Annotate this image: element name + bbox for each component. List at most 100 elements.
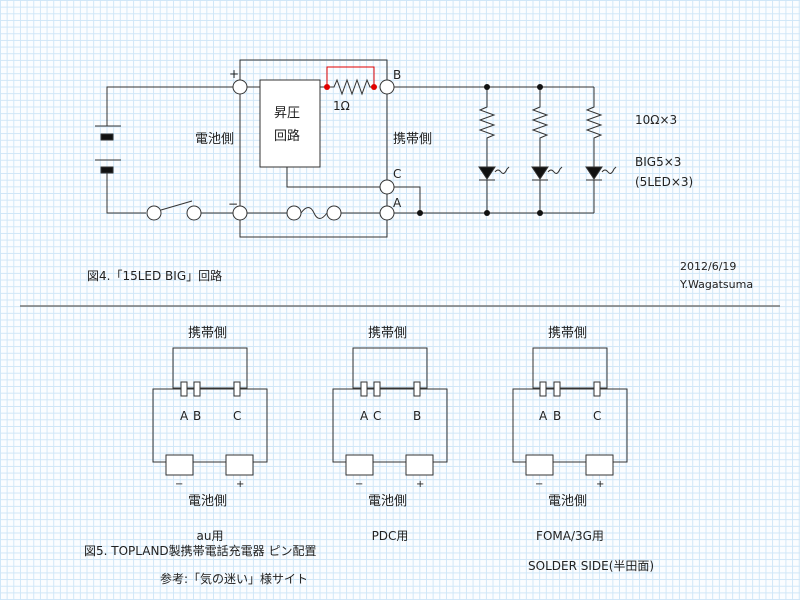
phone-side-label: 携帯側 <box>393 131 432 147</box>
author-label: Y.Wagatsuma <box>679 278 753 291</box>
battery-side-label: 電池側 <box>195 132 234 147</box>
junction-dots <box>417 84 543 216</box>
pin <box>180 381 188 397</box>
leds-note-2: (5LED×3) <box>635 175 693 189</box>
pin <box>233 381 241 397</box>
connector-type-label: au用 <box>197 529 224 543</box>
resistor-10ohm <box>531 87 549 167</box>
led-diode-icon <box>585 166 603 180</box>
phone-side-label: 携帯側 <box>548 325 587 341</box>
fuse-contact-2 <box>326 205 342 221</box>
battery-plus-pad <box>405 454 434 476</box>
pin <box>413 381 421 397</box>
junction <box>484 210 490 216</box>
terminal-c <box>379 179 395 195</box>
figure4-caption: 図4.「15LED BIG」回路 <box>87 268 222 283</box>
terminal-a <box>379 205 395 221</box>
pin-label: B <box>193 409 201 423</box>
battery-minus-pad <box>525 454 554 476</box>
connector-body <box>152 388 268 463</box>
label-plus: + <box>229 67 239 81</box>
phone-plug <box>172 347 248 389</box>
phone-plug <box>532 347 608 389</box>
junction <box>537 210 543 216</box>
connector-body <box>332 388 448 463</box>
label-minus: − <box>228 197 238 211</box>
light-emission-icon <box>601 166 617 174</box>
fuse-element <box>300 207 328 219</box>
battery-plus-pad <box>225 454 254 476</box>
battery-side-label: 電池側 <box>368 494 407 509</box>
connector-type-label: FOMA/3G用 <box>536 529 604 543</box>
led-branches <box>478 86 617 213</box>
light-emission-icon <box>547 166 563 174</box>
plus-label: + <box>236 479 244 490</box>
resistor-10ohm <box>478 87 496 167</box>
terminal-battery-plus <box>232 79 248 95</box>
led-branch <box>585 87 617 213</box>
minus-label: − <box>535 479 543 490</box>
led-diode-icon <box>478 166 496 180</box>
label-b: B <box>393 68 401 82</box>
pin-label: B <box>553 409 561 423</box>
label-a: A <box>393 196 402 210</box>
resistor-10ohm <box>585 87 603 167</box>
pin <box>539 381 547 397</box>
figure5-caption: 図5. TOPLAND製携帯電話充電器 ピン配置 <box>84 543 316 558</box>
solder-side-label: SOLDER SIDE(半田面) <box>528 559 654 573</box>
date-label: 2012/6/19 <box>680 260 736 273</box>
switch-lever <box>160 200 193 211</box>
terminal-b <box>379 79 395 95</box>
battery-plus-pad <box>585 454 614 476</box>
pin <box>373 381 381 397</box>
led-branch <box>531 87 563 213</box>
booster-label-2: 回路 <box>274 128 300 144</box>
minus-label: − <box>175 479 183 490</box>
pin-label: A <box>539 409 548 423</box>
charger-frame <box>239 59 388 238</box>
wire-battery-top <box>106 86 240 126</box>
booster-label-1: 昇圧 <box>274 106 300 121</box>
pin-label: C <box>373 409 381 423</box>
phone-plug <box>352 347 428 389</box>
booster-box <box>259 79 321 168</box>
battery-cell-2 <box>100 166 114 174</box>
phone-side-label: 携帯側 <box>188 325 227 341</box>
terminal-battery-minus <box>232 205 248 221</box>
pin-label: A <box>180 409 189 423</box>
pin <box>360 381 368 397</box>
battery-minus-pad <box>165 454 194 476</box>
battery-side-label: 電池側 <box>188 494 227 509</box>
battery-cell-1 <box>100 133 114 141</box>
led-branch <box>478 87 510 213</box>
bypass-jumper <box>324 66 377 90</box>
plus-label: + <box>596 479 604 490</box>
plus-label: + <box>416 479 424 490</box>
resistor-1ohm <box>327 78 373 96</box>
pin-label: B <box>413 409 421 423</box>
pin <box>553 381 561 397</box>
wire-booster-c <box>286 167 380 188</box>
battery-minus-pad <box>345 454 374 476</box>
reference-label: 参考:「気の迷い」様サイト <box>160 571 308 586</box>
leds-note: BIG5×3 <box>635 155 681 169</box>
battery-side-label: 電池側 <box>548 494 587 509</box>
junction <box>484 84 490 90</box>
wire-battery-bottom <box>106 173 146 214</box>
switch-contact-1 <box>146 205 162 221</box>
label-1ohm: 1Ω <box>333 99 350 113</box>
pin-label: C <box>233 409 241 423</box>
pin-label: C <box>593 409 601 423</box>
phone-side-label: 携帯側 <box>368 325 407 341</box>
connector-body <box>512 388 628 463</box>
resistors-note: 10Ω×3 <box>635 113 677 127</box>
light-emission-icon <box>494 166 510 174</box>
junction <box>417 210 423 216</box>
label-c: C <box>393 167 401 181</box>
pin <box>193 381 201 397</box>
switch-contact-2 <box>186 205 202 221</box>
